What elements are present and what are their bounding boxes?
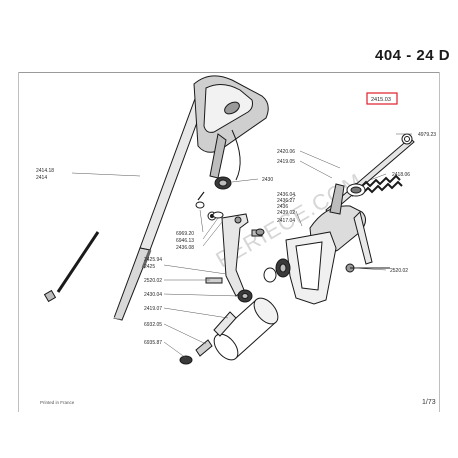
part-ref-2414-18[interactable]: 2414.18: [36, 168, 54, 174]
part-ref-2419-05[interactable]: 2419.05: [277, 159, 295, 165]
part-ref-2425-94[interactable]: 2425.94: [144, 257, 162, 263]
part-ref-highlighted[interactable]: 2415.03: [371, 97, 391, 103]
part-ref-2418-06[interactable]: 2418.06: [392, 172, 410, 178]
diagram-frame: [18, 72, 440, 412]
part-ref-2425[interactable]: 2425: [144, 264, 155, 270]
idler-bracket: [263, 231, 337, 305]
part-ref-6932-05[interactable]: 6932.05: [144, 322, 162, 328]
part-ref-2420-06[interactable]: 2420.06: [277, 149, 295, 155]
part-ref-4979-23[interactable]: 4979.23: [418, 132, 436, 138]
part-ref-6969-20[interactable]: 6969.20: [176, 231, 194, 237]
highlight-box: [366, 92, 398, 105]
part-ref-6935-87[interactable]: 6935.87: [144, 340, 162, 346]
lever-head: [193, 75, 269, 190]
part-ref-2414[interactable]: 2414: [36, 175, 47, 181]
part-ref-2436[interactable]: 2436: [277, 204, 288, 210]
leader-lines: [71, 133, 412, 359]
header-rule: [18, 72, 440, 73]
part-ref-2436-04[interactable]: 2436.04: [277, 192, 295, 198]
part-ref-2430-04[interactable]: 2430.04: [144, 292, 162, 298]
small-fasteners: [195, 191, 265, 236]
printed-in-note: Printed in France: [40, 400, 75, 405]
part-ref-2436-08[interactable]: 2436.08: [176, 245, 194, 251]
part-ref-2419-07[interactable]: 2419.07: [144, 306, 162, 312]
part-ref-2417-04[interactable]: 2417.04: [277, 218, 295, 224]
part-ref-2430[interactable]: 2430: [262, 177, 273, 183]
part-ref-2520-02-left[interactable]: 2520.02: [144, 278, 162, 284]
part-ref-2439-02[interactable]: 2439.02: [277, 210, 295, 216]
guide-sleeve: [179, 289, 279, 365]
part-ref-6946-13[interactable]: 6946.13: [176, 238, 194, 244]
part-ref-2436-27[interactable]: 2436.27: [277, 198, 295, 204]
page-number: 1/73: [422, 399, 436, 406]
part-ref-2520-02-right[interactable]: 2520.02: [390, 268, 408, 274]
model-title: 404 - 24 D: [375, 47, 451, 64]
gear-lever-shaft: [43, 95, 207, 321]
